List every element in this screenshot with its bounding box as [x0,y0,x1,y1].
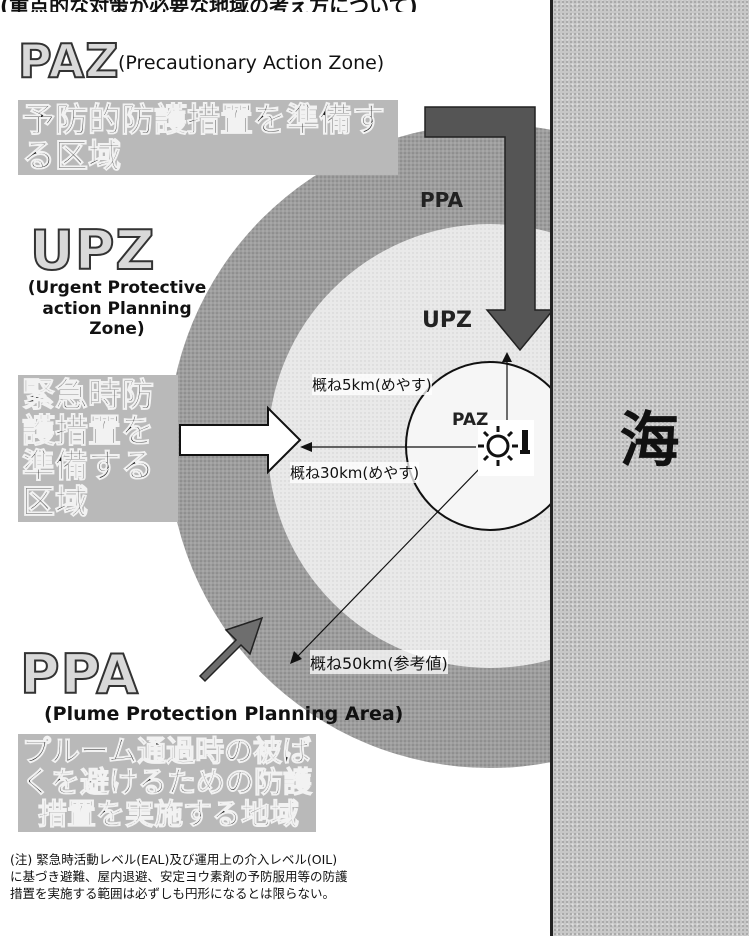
footnote-line: 措置を実施する範囲は必ずしも円形になるとは限らない。 [10,885,336,901]
upz-full-name-line1: (Urgent Protective [27,278,207,298]
upz-acronym: UPZ [29,219,156,282]
sea-area [550,0,749,936]
ppa-full-name: (Plume Protection Planning Area) [44,703,404,725]
ppa-pointer-arrow [198,616,264,683]
zone-label-upz: UPZ [422,308,472,333]
sea-label: 海 [619,406,680,476]
paz-acronym: PAZ [17,34,120,88]
upz-pointer-arrow [179,405,302,475]
upz-desc-line: 護措置を [22,410,155,450]
dist-5km-label: 概ね5km(めやす) [312,374,432,395]
dist-50km-label: 概ね50km(参考値) [310,650,448,674]
upz-full-name-line2: action Planning [42,298,192,319]
ppa-desc-line: プルーム通過時の被ば [22,734,312,768]
upz-full-name-line3: Zone) [89,319,145,340]
upz-desc-line: 区域 [22,481,89,521]
upz-description: 緊急時防 護措置を 準備する 区域 [18,375,178,522]
ppa-acronym: PPA [19,643,139,706]
footnote-line: (注) 緊急時活動レベル(EAL)及び運用上の介入レベル(OIL) [10,852,338,867]
upz-desc-line: 緊急時防 [22,375,155,414]
upz-desc-line: 準備する [22,446,155,486]
ppa-desc-line: くを避けるための防護 [22,765,313,800]
paz-full-name: (Precautionary Action Zone) [118,52,385,74]
nuclear-plant-icon [478,420,534,476]
ppa-desc-line: 措置を実施する地域 [38,796,300,831]
paz-description: 予防的防護措置を準備する区域 [18,100,398,176]
zone-label-ppa: PPA [420,188,463,212]
footnote: (注) 緊急時活動レベル(EAL)及び運用上の介入レベル(OIL) に基づき避難… [10,852,540,903]
dist-30km-label: 概ね30km(めやす) [290,462,420,483]
ppa-description: プルーム通過時の被ば くを避けるための防護 措置を実施する地域 [18,734,316,832]
zone-label-paz: PAZ [452,410,489,430]
paz-pointer-arrow [424,106,555,352]
dist-50km-arrow [297,463,485,657]
footnote-line: に基づき避難、屋内退避、安定ヨウ素剤の予防服用等の防護 [10,868,348,884]
header-clipped-text: (重点的な対策が必要な地域の考え方について) [0,0,418,12]
upz-full-name: (Urgent Protective action Planning Zone) [22,278,212,340]
